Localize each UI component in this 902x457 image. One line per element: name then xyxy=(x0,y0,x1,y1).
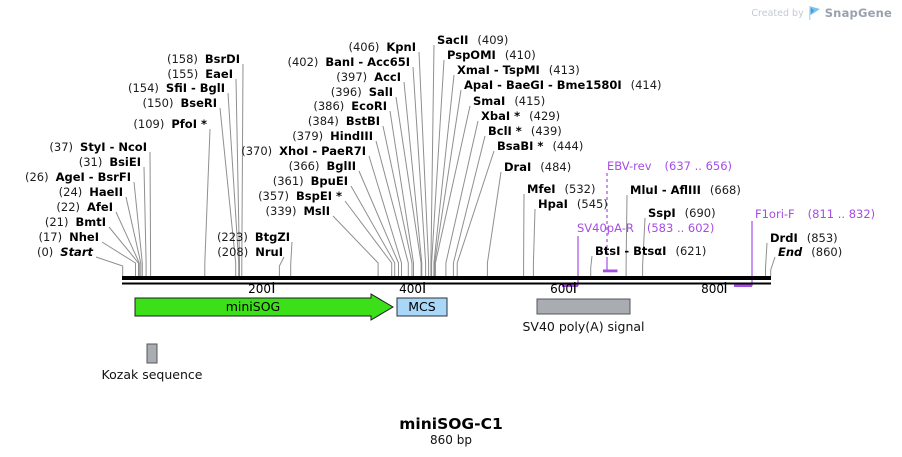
site-label: SspI(690) xyxy=(648,206,716,220)
site-label: (397)AccI xyxy=(336,70,401,84)
ruler-ticks xyxy=(272,282,727,293)
site-label: (17)NheI xyxy=(38,230,100,244)
site-label: HpaI(545) xyxy=(538,197,608,211)
site-label: (155)EaeI xyxy=(167,67,233,81)
site-label: (37)StyI - NcoI xyxy=(49,140,147,154)
plasmid-length: 860 bp xyxy=(430,433,472,447)
primer-label: EBV-rev(637 .. 656) xyxy=(607,159,733,173)
site-label: BtsI - BtsαI(621) xyxy=(595,244,707,258)
primer-label: SV40pA-R(583 .. 602) xyxy=(577,221,715,235)
site-label: (386)EcoRI xyxy=(313,99,387,113)
site-label: DrdI(853) xyxy=(770,231,838,245)
site-label: XmaI - TspMI(413) xyxy=(457,63,580,77)
feature-minisog-arrow xyxy=(134,293,394,321)
feature-kozak-label: Kozak sequence xyxy=(101,367,203,382)
snapgene-watermark: Created by SnapGene xyxy=(751,6,892,20)
site-label: MluI - AflIII(668) xyxy=(630,183,741,197)
site-label: (339)MslI xyxy=(265,204,330,218)
site-label: (396)SalI xyxy=(330,85,393,99)
feature-kozak-box xyxy=(146,343,158,364)
ruler-tick-label: 200 xyxy=(248,282,271,296)
site-label: (208)NruI xyxy=(217,245,283,259)
site-label: (24)HaeII xyxy=(58,185,123,199)
site-label: SacII(409) xyxy=(437,33,509,47)
site-label: (357)BspEI * xyxy=(258,189,342,203)
site-label: (154)SfiI - BglI xyxy=(127,81,225,95)
ruler-tick-label: 600 xyxy=(550,282,573,296)
site-label: (379)HindIII xyxy=(292,129,373,143)
site-label: (406)KpnI xyxy=(348,40,416,54)
feature-sv40-polya-label: SV40 poly(A) signal xyxy=(522,319,645,334)
f1ori-f-primer-bar xyxy=(734,284,752,287)
feature-minisog-label: miniSOG xyxy=(225,299,281,314)
sv40pa-r-primer-bar xyxy=(562,284,578,287)
site-label: (366)BglII xyxy=(288,159,356,173)
site-label: (31)BsiEI xyxy=(78,155,141,169)
site-label: PspOMI(410) xyxy=(447,48,536,62)
sequence-map-line xyxy=(122,276,771,285)
ruler-tick-label: 800 xyxy=(701,282,724,296)
site-label: SmaI(415) xyxy=(473,94,546,108)
feature-mcs-label: MCS xyxy=(408,299,436,314)
site-label: BsaBI *(444) xyxy=(497,139,584,153)
feature-sv40-polya-box xyxy=(536,298,631,315)
start-marker-label: (0)Start xyxy=(36,245,93,259)
leader-lines xyxy=(95,44,776,276)
site-label: (109)PfoI * xyxy=(133,117,207,131)
site-label: (384)BstBI xyxy=(307,114,380,128)
site-label: BclI *(439) xyxy=(488,124,562,138)
site-label: (26)AgeI - BsrFI xyxy=(24,170,131,184)
site-label: ApaI - BaeGI - Bme1580I(414) xyxy=(464,78,662,92)
created-by-text: Created by xyxy=(751,7,804,19)
plasmid-name: miniSOG-C1 xyxy=(399,415,503,433)
site-label: XbaI *(429) xyxy=(481,109,561,123)
site-label: (21)BmtI xyxy=(44,215,106,229)
site-label: (370)XhoI - PaeR7I xyxy=(241,144,366,158)
site-label: (223)BtgZI xyxy=(216,230,290,244)
site-label: DraI(484) xyxy=(504,160,572,174)
ruler-tick-label: 400 xyxy=(399,282,422,296)
end-marker-label: End(860) xyxy=(778,245,843,259)
snapgene-logo-icon xyxy=(808,6,820,20)
site-label: (150)BseRI xyxy=(142,96,217,110)
ebv-rev-primer-bar xyxy=(603,269,618,273)
primer-label: F1ori-F(811 .. 832) xyxy=(755,207,876,221)
site-label: (361)BpuEI xyxy=(272,174,348,188)
site-label: (22)AfeI xyxy=(56,200,113,214)
snapgene-brand-text: SnapGene xyxy=(824,6,892,20)
feature-mcs-box xyxy=(396,297,448,317)
site-label: (402)BanI - Acc65I xyxy=(287,55,410,69)
site-label: MfeI(532) xyxy=(527,182,596,196)
site-label: (158)BsrDI xyxy=(166,52,240,66)
